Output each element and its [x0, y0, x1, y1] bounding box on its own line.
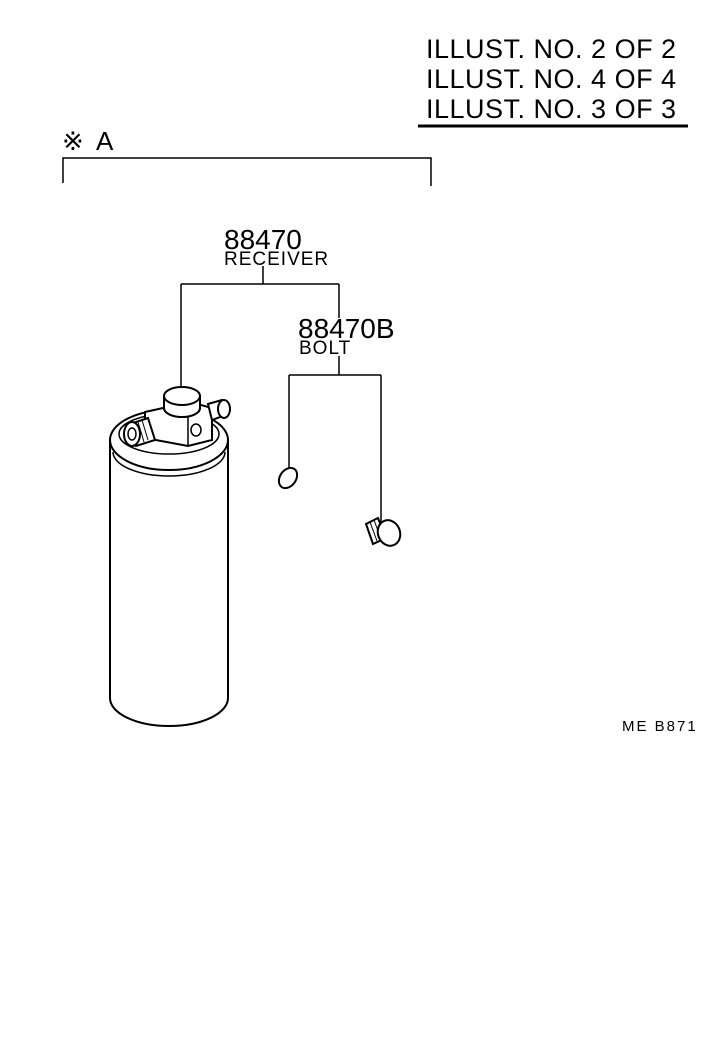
- o-ring-icon: [277, 466, 299, 490]
- bolt-plug-icon: [364, 516, 402, 547]
- bolt-leader-lines: [288, 356, 382, 522]
- receiver-part-number: 88470: [224, 224, 302, 255]
- group-label: A: [96, 126, 114, 156]
- receiver-drier-icon: [109, 386, 231, 727]
- receiver-leader-lines: [180, 266, 340, 390]
- illustration-number-2: ILLUST. NO. 4 OF 4: [426, 64, 677, 94]
- bolt-part-name: BOLT: [299, 338, 352, 359]
- illustration-number-3: ILLUST. NO. 3 OF 3: [426, 94, 677, 124]
- illustration-number-1: ILLUST. NO. 2 OF 2: [426, 34, 677, 64]
- receiver-part-name: RECEIVER: [224, 249, 330, 270]
- bolt-part-number: 88470B: [298, 313, 395, 344]
- figure-code: ME B871: [622, 718, 698, 735]
- group-mark-icon: ※: [62, 126, 84, 156]
- group-bracket: [62, 157, 432, 186]
